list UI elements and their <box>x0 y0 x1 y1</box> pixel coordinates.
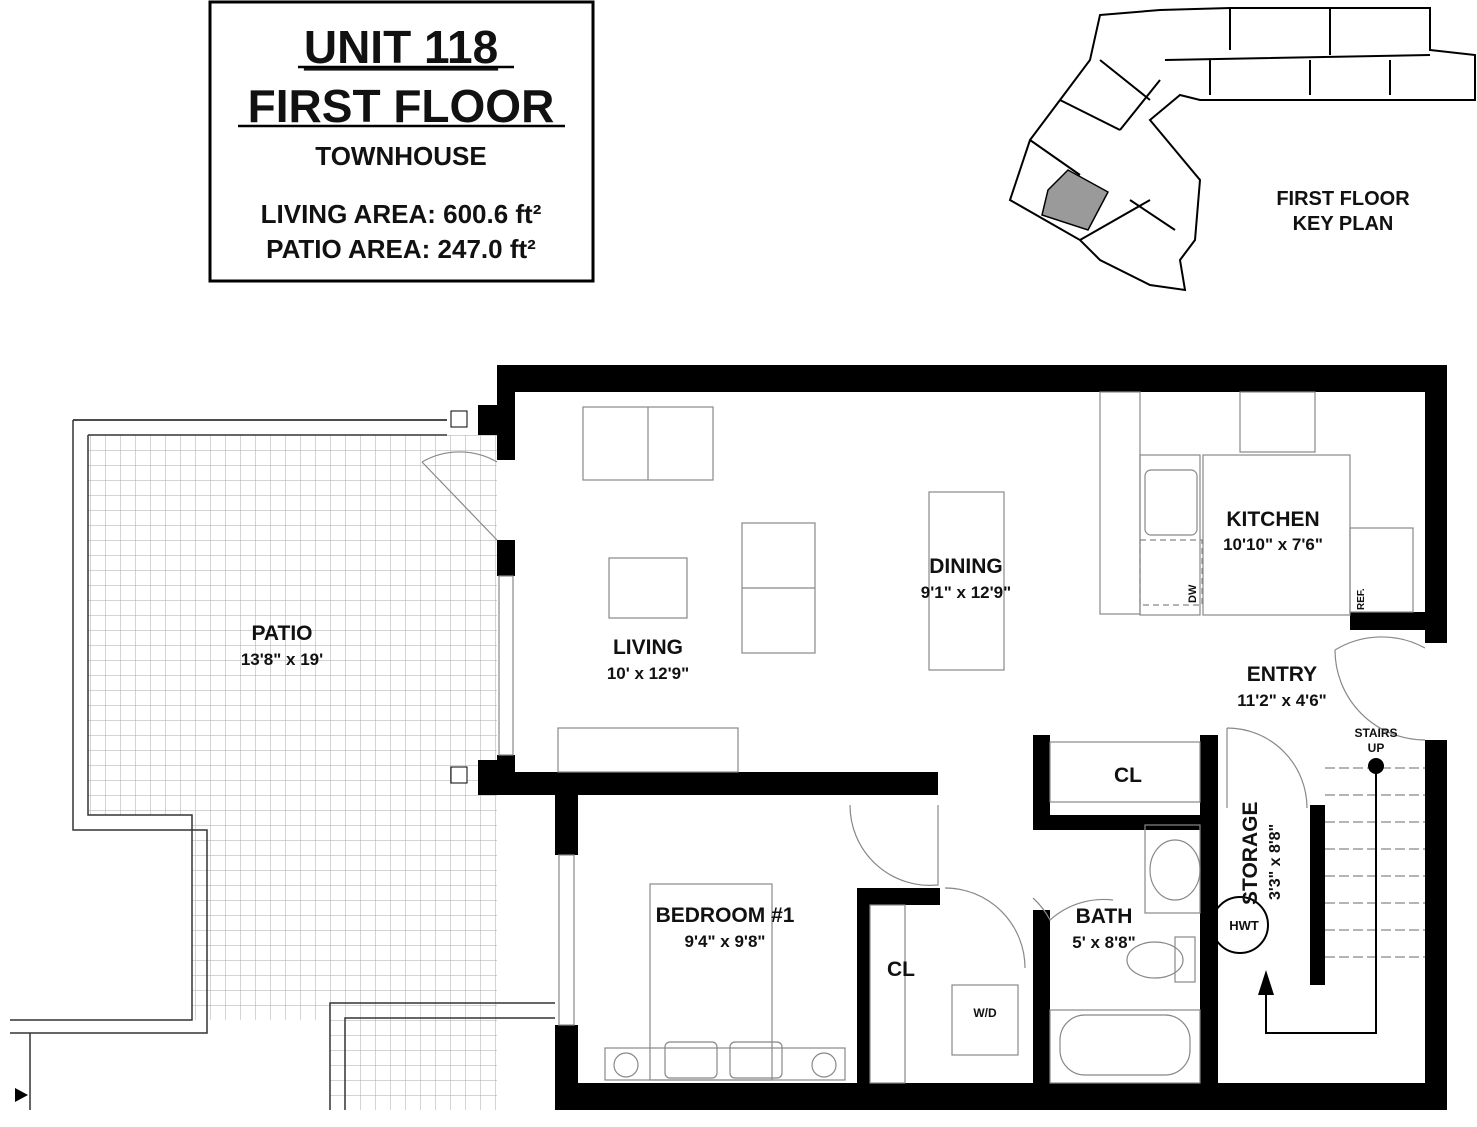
wd-label: W/D <box>973 1006 997 1020</box>
patio <box>10 419 555 1110</box>
stairs <box>1258 758 1425 1034</box>
living-label: LIVING <box>613 636 683 659</box>
dw-label: DW <box>1187 584 1199 603</box>
walls <box>478 365 1447 1110</box>
kitchen-label: KITCHEN <box>1226 508 1319 531</box>
column <box>450 410 468 428</box>
kitchen-size: 10'10" x 7'6" <box>1223 535 1323 554</box>
storage-size: 3'3" x 8'8" <box>1267 824 1284 900</box>
closet-upper-label: CL <box>1114 764 1142 787</box>
bath-size: 5' x 8'8" <box>1072 933 1135 952</box>
patio-area: PATIO AREA: 247.0 ft² <box>266 234 536 264</box>
stairs-label-1: STAIRS <box>1354 726 1397 740</box>
key-plan-title-1: FIRST FLOOR <box>1276 188 1410 210</box>
room-labels: PATIO 13'8" x 19' LIVING 10' x 12'9" DIN… <box>241 508 1398 1020</box>
column <box>450 766 468 784</box>
floor-label: FIRST FLOOR <box>248 80 555 132</box>
bedroom-size: 9'4" x 9'8" <box>685 932 766 951</box>
patio-label: PATIO <box>251 622 312 645</box>
unit-highlight <box>1041 169 1110 231</box>
hwt-label: HWT <box>1229 918 1259 933</box>
dining-size: 9'1" x 12'9" <box>921 583 1011 602</box>
dining-label: DINING <box>929 555 1003 578</box>
entry-label: ENTRY <box>1247 663 1317 686</box>
living-area: LIVING AREA: 600.6 ft² <box>261 199 542 229</box>
entry-size: 11'2" x 4'6" <box>1237 691 1326 710</box>
closet-bedroom-label: CL <box>887 958 915 981</box>
title-block: UNIT 118 FIRST FLOOR TOWNHOUSE LIVING AR… <box>208 0 595 283</box>
patio-size: 13'8" x 19' <box>241 650 323 669</box>
key-plan <box>1008 7 1476 292</box>
storage-label: STORAGE <box>1239 802 1262 905</box>
unit-number: UNIT 118 <box>304 21 498 73</box>
bath-label: BATH <box>1076 905 1133 928</box>
ref-label: REF. <box>1356 588 1367 610</box>
living-size: 10' x 12'9" <box>607 664 689 683</box>
bedroom-label: BEDROOM #1 <box>656 904 795 927</box>
furniture <box>557 391 1414 1084</box>
unit-type: TOWNHOUSE <box>315 141 486 171</box>
key-plan-title-2: KEY PLAN <box>1293 213 1394 235</box>
stairs-label-2: UP <box>1368 741 1385 755</box>
openings[interactable] <box>421 451 1426 1026</box>
